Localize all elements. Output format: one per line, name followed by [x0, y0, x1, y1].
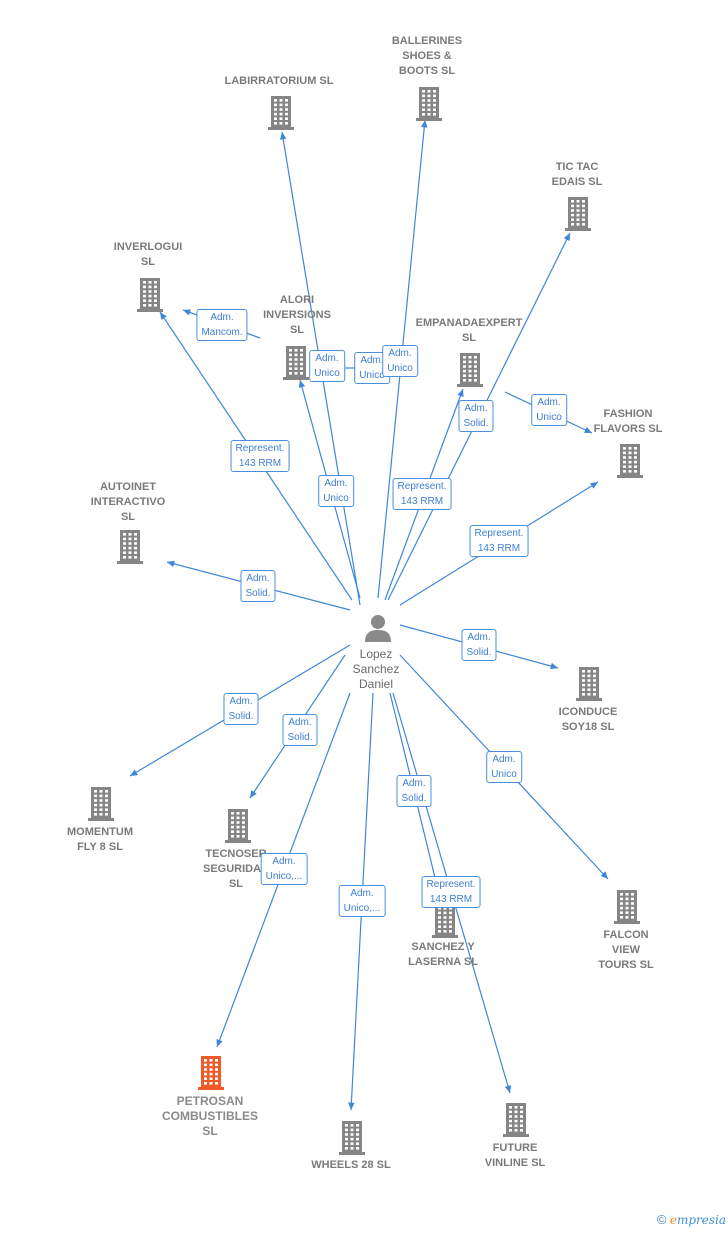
edge-arrowhead: [250, 790, 257, 798]
edge-arrowhead: [216, 1039, 223, 1047]
edge-arrowhead: [457, 389, 464, 397]
edge-arrowhead: [167, 560, 175, 568]
edge-arrowhead: [421, 120, 428, 128]
company-icon-petrosan[interactable]: [195, 1055, 227, 1096]
company-label-falcon[interactable]: FALCON VIEW TOURS SL: [598, 929, 654, 971]
company-icon-future[interactable]: [500, 1102, 532, 1143]
relation-label-r-momentum[interactable]: Adm. Solid.: [223, 693, 259, 725]
company-label-ballerines[interactable]: BALLERINES SHOES & BOOTS SL: [391, 35, 463, 77]
relation-label-r-inverlogui[interactable]: Adm. Mancom.: [196, 309, 248, 341]
company-label-future[interactable]: FUTURE VINLINE SL: [484, 1142, 546, 1169]
edge-arrowhead: [584, 426, 592, 433]
company-label-sanchez[interactable]: SANCHEZ Y LASERNA SL: [408, 941, 478, 968]
edge-arrowhead: [563, 233, 570, 241]
edge-arrowhead: [183, 309, 191, 316]
edge-arrowhead: [279, 132, 287, 140]
relation-label-r-tecnoser[interactable]: Adm. Solid.: [282, 714, 318, 746]
company-icon-wheels[interactable]: [336, 1120, 368, 1161]
company-icon-fashion[interactable]: [614, 443, 646, 484]
relation-label-r-rep-fashion[interactable]: Represent. 143 RRM: [469, 525, 529, 557]
company-icon-iconduce[interactable]: [573, 666, 605, 707]
relation-label-r-ballerines[interactable]: Adm. Unico: [382, 345, 418, 377]
relation-label-r-autoinet[interactable]: Adm. Solid.: [240, 570, 276, 602]
relation-label-r-rep-inverlogui[interactable]: Represent. 143 RRM: [230, 440, 290, 472]
relation-label-r-sanchez[interactable]: Adm. Solid.: [396, 775, 432, 807]
company-label-inverlogui[interactable]: INVERLOGUI SL: [113, 241, 183, 268]
company-icon-sanchez[interactable]: [429, 903, 461, 944]
relation-label-r-fashion1[interactable]: Adm. Unico: [531, 394, 567, 426]
relation-label-r-iconduce[interactable]: Adm. Solid.: [461, 629, 497, 661]
company-icon-autoinet[interactable]: [114, 529, 146, 570]
footer-brand: © empresia: [657, 1212, 726, 1227]
edge-arrowhead: [298, 380, 306, 388]
edge-arrowhead: [600, 871, 608, 879]
company-icon-alori[interactable]: [280, 345, 312, 386]
company-label-tictac[interactable]: TIC TAC EDAIS SL: [551, 161, 603, 188]
company-label-petrosan[interactable]: PETROSAN COMBUSTIBLES SL: [162, 1094, 258, 1138]
company-label-fashion[interactable]: FASHION FLAVORS SL: [593, 408, 663, 435]
relation-label-r-empanada[interactable]: Adm. Solid.: [458, 400, 494, 432]
company-label-empanada[interactable]: EMPANADAEXPERT SL: [415, 317, 523, 344]
person-name[interactable]: Lopez Sanchez Daniel: [352, 647, 400, 691]
brand-name: mpresia: [676, 1213, 726, 1227]
company-icon-tecnoser[interactable]: [222, 808, 254, 849]
company-label-tecnoser[interactable]: TECNOSER SEGURIDAD SL: [202, 848, 270, 890]
company-label-labirratorium[interactable]: LABIRRATORIUM SL: [224, 75, 334, 87]
relation-label-r-falcon[interactable]: Adm. Unico: [486, 751, 522, 783]
copyright-icon: ©: [656, 1212, 667, 1227]
relation-label-r-rep-ballerines[interactable]: Represent. 143 RRM: [392, 478, 452, 510]
edge-arrowhead: [160, 312, 167, 320]
relation-label-r-alori2[interactable]: Adm. Unico: [318, 475, 354, 507]
edge-arrowhead: [550, 662, 558, 670]
company-label-autoinet[interactable]: AUTOINET INTERACTIVO SL: [90, 481, 166, 523]
company-icon-momentum[interactable]: [85, 786, 117, 827]
relation-label-r-labir[interactable]: Adm. Unico: [354, 352, 390, 384]
company-icon-ballerines[interactable]: [413, 86, 445, 127]
relation-label-r-future[interactable]: Represent. 143 RRM: [421, 876, 481, 908]
company-label-iconduce[interactable]: ICONDUCE SOY18 SL: [558, 706, 618, 733]
company-icon-tictac[interactable]: [562, 196, 594, 237]
edge-arrowhead: [348, 1102, 355, 1110]
relation-label-r-petrosan[interactable]: Adm. Unico,...: [260, 853, 308, 885]
relation-label-r-wheels[interactable]: Adm. Unico,...: [338, 885, 386, 917]
relation-label-r-alori[interactable]: Adm. Unico: [309, 350, 345, 382]
company-icon-labirratorium[interactable]: [265, 95, 297, 136]
person-icon[interactable]: [363, 613, 393, 648]
company-icon-falcon[interactable]: [611, 889, 643, 930]
company-label-alori[interactable]: ALORI INVERSIONS SL: [263, 294, 331, 336]
company-label-wheels[interactable]: WHEELS 28 SL: [311, 1159, 391, 1171]
company-icon-inverlogui[interactable]: [134, 277, 166, 318]
edge-arrowhead: [130, 769, 138, 776]
edge-arrowhead: [504, 1085, 512, 1093]
company-label-momentum[interactable]: MOMENTUM FLY 8 SL: [67, 826, 133, 853]
edge-arrowhead: [590, 482, 598, 489]
company-icon-empanada[interactable]: [454, 352, 486, 393]
brand-initial: e: [669, 1213, 677, 1227]
